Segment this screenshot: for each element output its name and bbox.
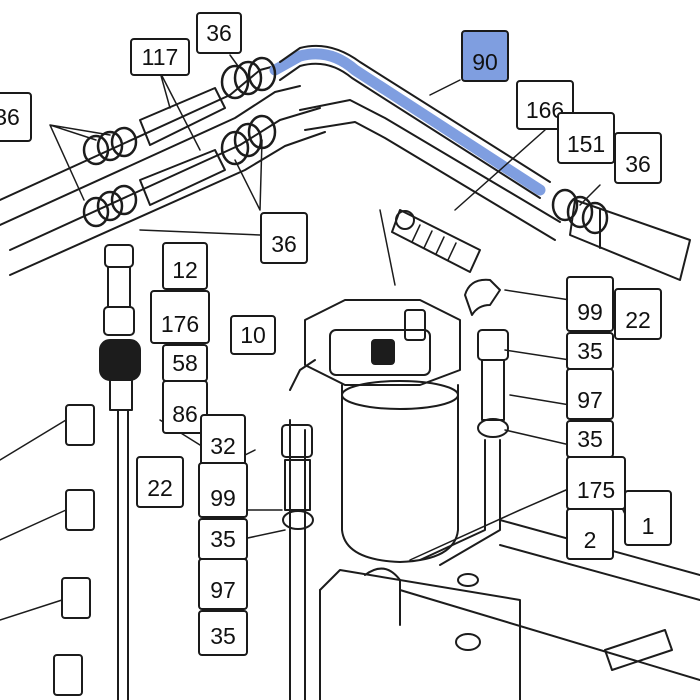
hose-pipe [304,121,556,241]
callout-35-right-b[interactable]: 35 [566,420,614,458]
filter-bowl [341,384,459,563]
fuel-line [289,359,316,391]
fuel-line [419,439,486,561]
bolt-threads [411,224,457,261]
filter-bowl-rim [341,380,459,410]
hose-pipe [0,85,301,226]
bracket-clip [65,404,95,446]
callout-2[interactable]: 2 [566,508,614,560]
callout-36-right[interactable]: 36 [614,132,662,184]
fitting-ring [477,418,509,438]
bolt [604,629,673,671]
leader-line [0,419,67,621]
hose-pipe [9,131,326,276]
leader-line [49,124,111,201]
callout-58[interactable]: 58 [162,344,208,382]
tube-outline [279,44,551,183]
bolt-head [395,210,415,230]
mounting-bracket [364,567,401,626]
hose-sleeve [569,199,691,281]
leader-line [159,71,201,151]
leader-line [379,209,396,286]
connector [109,379,133,411]
elbow-fitting [464,278,501,316]
leader-line [504,349,571,361]
callout-36-mid[interactable]: 36 [260,212,308,264]
hose-sleeve [139,87,226,146]
highlighted-tube-90 [269,48,546,196]
leader-line [229,54,239,67]
fitting-ring [282,510,314,530]
callout-10[interactable]: 10 [230,315,276,355]
hose-sleeve [139,149,226,206]
frame-rail [399,589,700,681]
callout-35-left-a[interactable]: 35 [198,518,248,560]
callout-99-left[interactable]: 99 [198,462,248,518]
callout-12[interactable]: 12 [162,242,208,290]
leader-line [504,429,571,446]
leader-line [429,79,461,96]
callout-117[interactable]: 117 [130,38,190,76]
bracket-clip [53,654,83,696]
callout-176[interactable]: 176 [150,290,210,344]
bolt-hole [455,633,481,651]
bracket-clip [61,577,91,619]
leader-line [509,394,571,406]
leader-line [579,184,601,206]
callout-36-left-edge[interactable]: 36 [0,92,32,142]
connector [107,266,131,308]
callout-99-right[interactable]: 99 [566,276,614,332]
mounting-bracket [319,569,521,700]
callout-97-right[interactable]: 97 [566,368,614,420]
leader-line [504,289,571,301]
callout-175[interactable]: 175 [566,456,626,510]
bolt [391,209,481,273]
callout-1[interactable]: 1 [624,490,672,546]
frame-rail [499,544,700,601]
connector [103,306,135,336]
callout-32[interactable]: 32 [200,414,246,466]
leader-line [139,229,261,236]
callout-97-left[interactable]: 97 [198,558,248,610]
leader-line [234,139,263,211]
callout-90-highlighted[interactable]: 90 [461,30,509,82]
fitting [477,329,509,361]
fitting [481,359,505,421]
tube-outline [279,62,541,199]
fuel-line [439,439,501,566]
callout-151[interactable]: 151 [557,112,615,164]
filter-port [404,309,426,341]
bracket-clip [65,489,95,531]
connector [99,339,141,381]
leader-line [454,129,546,211]
callout-22-right[interactable]: 22 [614,288,662,340]
callout-36-top[interactable]: 36 [196,12,242,54]
fitting [281,424,313,458]
filter-head-block [329,329,431,376]
leader-line [409,489,567,561]
bolt-head [457,573,479,587]
hose-clamps [82,56,609,235]
filter-head [304,299,461,386]
connector [104,244,134,268]
fitting [284,459,311,511]
hose-pipe [299,99,561,223]
callout-35-left-b[interactable]: 35 [198,610,248,656]
callout-22-left[interactable]: 22 [136,456,184,508]
callout-35-right-a[interactable]: 35 [566,332,614,370]
filter-port [371,339,395,365]
